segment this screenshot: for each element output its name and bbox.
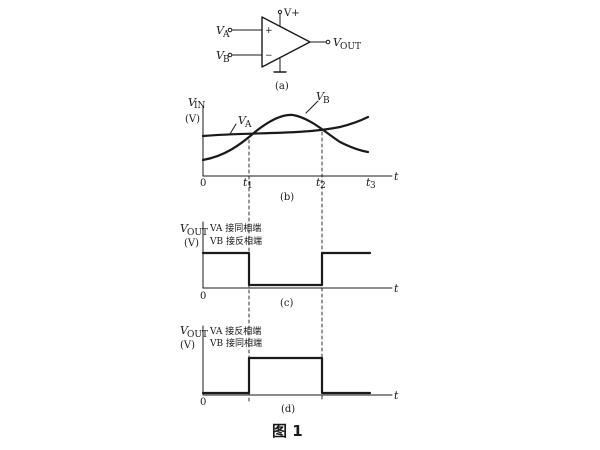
tick-t3: t	[366, 176, 371, 189]
panel-c-output: V OUT (V) VA 接同相端 VB 接反相端 0 t (c)	[180, 221, 399, 309]
input-b-terminal	[227, 52, 233, 58]
panel-d-t-axis: t	[394, 389, 399, 402]
panel-d-note-2: VB 接同相端	[209, 337, 262, 349]
panel-d-output: V OUT (V) VA 接反相端 VB 接同相端 0 t (d)	[180, 324, 399, 415]
curve-vb-leader	[305, 100, 319, 114]
input-a-label: V	[216, 24, 225, 37]
curve-va-label: V	[238, 114, 247, 127]
caption-b: (b)	[280, 192, 294, 203]
panel-c-origin: 0	[200, 291, 206, 302]
caption-c: (c)	[280, 298, 294, 309]
output-terminal	[325, 39, 331, 45]
panel-b-ylabel: V	[188, 96, 197, 109]
panel-c-note-2: VB 接反相端	[209, 235, 262, 247]
panel-c-note-1: VA 接同相端	[209, 222, 261, 234]
opamp-minus-sign: −	[265, 51, 273, 61]
supply-terminal	[277, 9, 283, 15]
panel-d-origin: 0	[200, 397, 206, 408]
tick-t2: t	[316, 176, 321, 189]
curve-va	[201, 115, 370, 138]
panel-c-yunit: (V)	[184, 238, 199, 249]
tick-t2-sub: 2	[320, 181, 326, 191]
panel-d-ylabel-sub: OUT	[187, 330, 208, 340]
curve-vb	[201, 113, 370, 162]
panel-c-t-axis: t	[394, 282, 399, 295]
caption-d: (d)	[281, 404, 295, 415]
tick-t1-sub: 1	[247, 181, 253, 191]
panel-b-yunit: (V)	[185, 114, 200, 125]
panel-b-ylabel-sub: IN	[194, 101, 206, 111]
tick-t3-sub: 3	[370, 181, 376, 191]
tick-t1: t	[243, 176, 248, 189]
curve-va-leader	[229, 123, 237, 135]
panel-d-ylabel: V	[180, 324, 189, 337]
panel-c-ylabel-sub: OUT	[187, 228, 208, 238]
panel-c-ylabel: V	[180, 222, 189, 235]
output-sub: OUT	[340, 42, 361, 52]
panel-d-note-1: VA 接反相端	[209, 325, 261, 337]
opamp-schematic: + − V+ V A V B V OUT (a)	[216, 8, 361, 92]
curve-vb-label: V	[316, 90, 325, 103]
panel-b-origin: 0	[200, 178, 206, 189]
supply-label: V+	[283, 8, 300, 19]
caption-a: (a)	[275, 81, 289, 92]
input-b-label: V	[216, 49, 225, 62]
input-a-terminal	[227, 27, 233, 33]
opamp-plus-sign: +	[265, 26, 273, 36]
panel-b-t-axis: t	[394, 170, 399, 183]
output-waveform-d	[201, 356, 372, 395]
panel-b-input-waveforms: V IN (V) V A V B 0 t 1 t 2 t 3 t (b)	[185, 90, 399, 203]
curve-va-sub: A	[244, 120, 252, 130]
input-b-sub: B	[223, 55, 230, 65]
curve-vb-sub: B	[323, 96, 330, 106]
output-waveform-c	[201, 251, 372, 287]
panel-d-yunit: (V)	[180, 340, 195, 351]
figure-caption: 图 1	[272, 422, 303, 440]
output-label: V	[333, 36, 342, 49]
opamp-triangle	[261, 16, 311, 68]
input-a-sub: A	[222, 30, 230, 40]
